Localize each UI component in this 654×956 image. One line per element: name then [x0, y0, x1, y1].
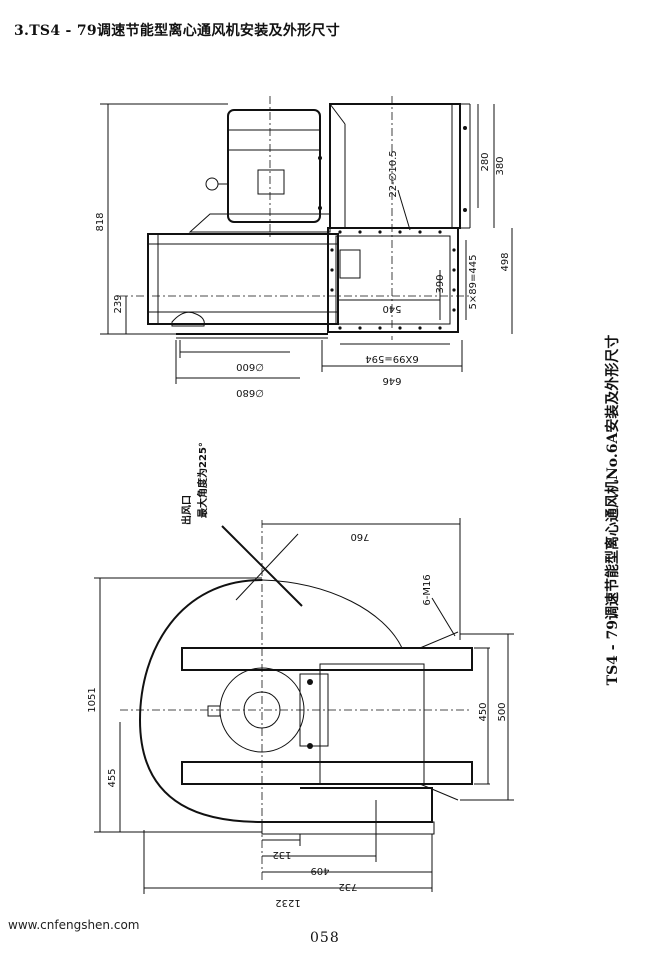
page-number: 058 [310, 930, 340, 946]
dim-455: 455 [107, 768, 118, 787]
upper-support [181, 647, 473, 671]
dim-dia-600: ∅600 [236, 361, 264, 372]
dim-dia-680: ∅680 [236, 387, 264, 398]
volute-housing [138, 579, 433, 823]
inlet-bell [171, 311, 205, 327]
dim-818: 818 [95, 212, 106, 231]
dim-409: 409 [310, 865, 329, 876]
outlet-note-1: 出风口 [180, 495, 193, 525]
motor-body [227, 109, 321, 223]
dim-1232: 1232 [275, 897, 300, 908]
terminal-box [257, 169, 285, 195]
dim-380: 380 [495, 156, 506, 175]
dim-450: 450 [478, 702, 489, 721]
dim-646: 646 [382, 375, 401, 386]
dim-6x99: 6X99=594 [365, 353, 418, 364]
dim-540: 540 [382, 303, 401, 314]
top-view: 818 239 280 380 22-∅10.5 498 5×89=445 39… [95, 96, 513, 398]
dim-239: 239 [113, 294, 124, 313]
dim-132: 132 [272, 849, 291, 860]
fan-housing [147, 233, 339, 325]
holes-callout: 22-∅10.5 [388, 150, 399, 197]
inlet-flange [327, 227, 459, 333]
dim-732: 732 [338, 881, 357, 892]
website-url: www.cnfengshen.com [8, 918, 140, 932]
dim-760: 760 [350, 531, 369, 542]
outlet-note-2: 最大角度为225° [196, 442, 209, 518]
dim-500: 500 [497, 702, 508, 721]
dim-280: 280 [480, 152, 491, 171]
bolts-callout: 6-M16 [422, 574, 433, 605]
lifting-eye [205, 177, 219, 191]
flange-holes [330, 230, 456, 330]
page-heading: 3.TS4 - 79调速节能型离心通风机安装及外形尺寸 [14, 23, 341, 39]
lower-support [181, 761, 473, 785]
dim-1051: 1051 [87, 687, 98, 712]
dim-390: 390 [435, 274, 446, 293]
outlet-plate [221, 525, 303, 607]
dim-498: 498 [500, 252, 511, 271]
bottom-view: 出风口 最大角度为225° 760 6-M16 [87, 442, 514, 908]
dim-5x89: 5×89=445 [468, 255, 479, 310]
